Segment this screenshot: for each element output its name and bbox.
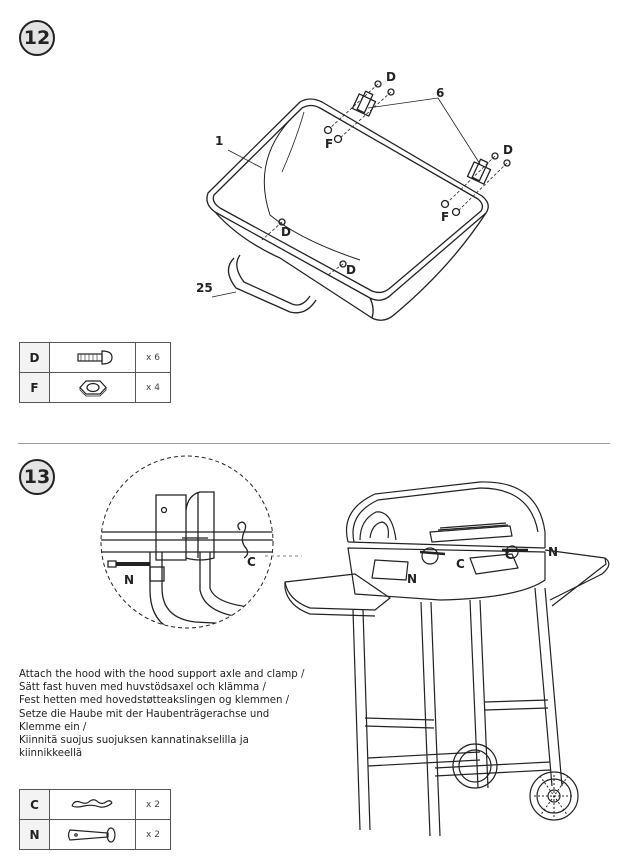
callout-clamp-c: C (456, 557, 465, 571)
part-code: D (19, 342, 50, 373)
instruction-line-fi-cont: kiinnikkeellä (19, 748, 83, 760)
callout-nut-f: F (325, 137, 334, 151)
callout-nut-f: F (441, 210, 450, 224)
parts-row: C x 2 (19, 789, 171, 820)
parts-table-step-13: C x 2 N x 2 (19, 789, 171, 850)
clip-pin-icon (49, 789, 136, 820)
instruction-line-en: Attach the hood with the hood support ax… (19, 669, 305, 680)
callout-screw-d: D (503, 143, 513, 157)
instruction-line-de-cont: Klemme ein / (19, 721, 87, 733)
part-code: C (19, 789, 50, 820)
assembly-instructions: Attach the hood with the hood support ax… (19, 668, 309, 760)
parts-table-step-12: D x 6 F x 4 (19, 342, 171, 403)
part-code: F (19, 372, 50, 403)
part-quantity: x 4 (135, 372, 171, 403)
callout-part-6: 6 (436, 86, 445, 100)
instruction-line-sv: Sätt fast huven med huvstödsaxel och klä… (19, 682, 266, 694)
hex-nut-icon (49, 372, 136, 403)
callout-axle-n: N (124, 573, 135, 587)
part-quantity: x 6 (135, 342, 171, 373)
part-quantity: x 2 (135, 819, 171, 850)
callout-axle-n: N (548, 545, 559, 559)
callout-clamp-c: C (247, 555, 256, 569)
step-number-badge: 13 (19, 459, 55, 495)
instruction-line-de: Setze die Haube mit der Haubenträgerachs… (19, 708, 270, 720)
part-quantity: x 2 (135, 789, 171, 820)
callout-clamp-c: C (505, 548, 514, 562)
callout-part-25: 25 (196, 281, 213, 295)
axle-pin-icon (49, 819, 136, 850)
parts-row: D x 6 (19, 342, 171, 373)
parts-row: F x 4 (19, 372, 171, 403)
part-code: N (19, 819, 50, 850)
bolt-icon (49, 342, 136, 373)
parts-row: N x 2 (19, 819, 171, 850)
section-divider (18, 443, 610, 444)
instruction-line-fi: Kiinnitä suojus suojuksen kannatinakseli… (19, 735, 249, 747)
grill-tray-illustration (206, 80, 511, 321)
callout-screw-d: D (386, 70, 396, 84)
callout-screw-d: D (346, 263, 356, 277)
grill-assembly-illustration (284, 481, 610, 837)
callout-part-1: 1 (215, 134, 224, 148)
step-number-badge: 12 (19, 20, 55, 56)
detail-zoom-illustration (100, 455, 302, 629)
callout-screw-d: D (281, 225, 291, 239)
callout-axle-n: N (407, 572, 418, 586)
instruction-line-no: Fest hetten med hovedstøtteakslingen og … (19, 695, 290, 707)
